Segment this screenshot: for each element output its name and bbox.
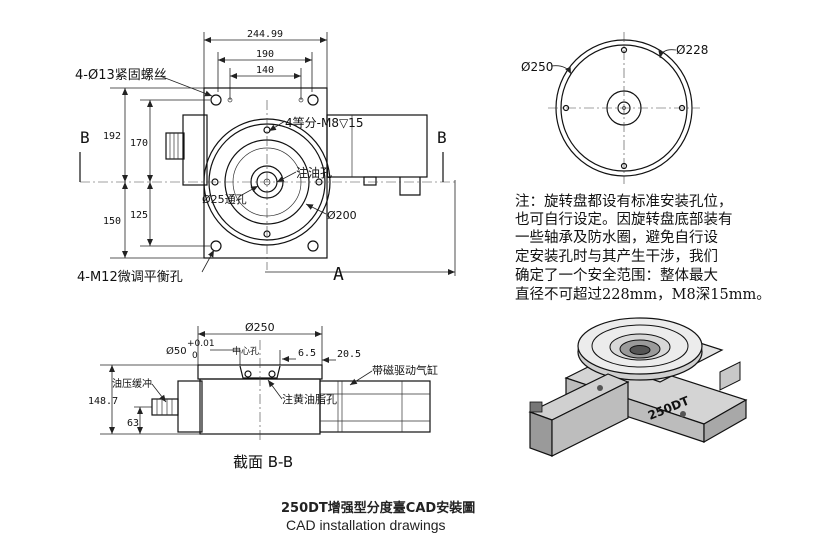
label-center-hole: 中心孔 xyxy=(232,345,259,357)
label-dia-50: Ø50 xyxy=(166,345,187,357)
view-label-a: A xyxy=(333,264,344,285)
label-dia-200: Ø200 xyxy=(327,209,357,222)
dim-bolt-pitch-inner: 140 xyxy=(256,65,274,76)
label-tol-plus: +0.01 xyxy=(187,339,215,349)
note-line-1: 注：旋转盘都设有标准安装孔位， xyxy=(515,192,733,210)
note-line-2: 也可自行设定。因旋转盘底部装有 xyxy=(515,210,733,228)
caption: 250DT增强型分度臺CAD安裝圖 CAD installation drawi… xyxy=(281,500,475,533)
note-line-5: 确定了一个安全范围：整体最大 xyxy=(515,266,718,284)
dim-bolt-pitch-outer: 190 xyxy=(256,49,274,60)
section-title: 截面 B-B xyxy=(233,453,293,471)
dim-height-lower: 150 xyxy=(103,216,121,227)
label-plate-dia-228: Ø228 xyxy=(676,43,708,57)
iso-view: 250DT xyxy=(528,317,748,457)
section-mark-left: B xyxy=(80,128,90,147)
label-grease-hole: 注黄油脂孔 xyxy=(282,392,337,406)
label-bottom-holes: 4-M12微调平衡孔 xyxy=(77,270,183,285)
note-line-3: 一些轴承及防水圈，避免自行设 xyxy=(515,229,718,246)
caption-title-en: CAD installation drawings xyxy=(286,517,446,533)
top-view: 244.99 190 140 xyxy=(75,29,456,285)
label-oil-buffer: 油压缓冲 xyxy=(112,377,152,390)
label-mount-holes: 4等分-M8▽15 xyxy=(285,116,363,130)
note-line-4: 定安装孔时与其产生干涉，我们 xyxy=(515,248,718,265)
label-section-dia-250: Ø250 xyxy=(245,321,275,334)
dim-63: 63 xyxy=(127,418,139,429)
label-plate-dia-250: Ø250 xyxy=(521,60,553,74)
dim-6-5: 6.5 xyxy=(298,348,316,359)
note-line-6: 直径不可超过228mm，M8深15mm。 xyxy=(515,286,771,303)
label-through-hole: Ø25通孔 xyxy=(202,193,247,206)
label-oil-hole: 注油孔 xyxy=(296,165,332,180)
label-top-holes: 4-Ø13紧固螺丝 xyxy=(75,68,167,83)
label-tol-zero: 0 xyxy=(192,351,198,361)
dim-height-lower-inner: 125 xyxy=(130,210,148,221)
plate-view: Ø250 Ø228 xyxy=(521,32,708,184)
dim-total-width: 244.99 xyxy=(247,29,283,40)
dim-height-upper-inner: 170 xyxy=(130,138,148,149)
section-view: Ø250 Ø50 +0.01 0 中心孔 6.5 20.5 带磁驱 xyxy=(88,321,438,471)
install-note: 注：旋转盘都设有标准安装孔位， 也可自行设定。因旋转盘底部装有 一些轴承及防水圈… xyxy=(515,192,771,303)
label-cylinder: 带磁驱动气缸 xyxy=(372,363,438,377)
caption-title-cn: 250DT增强型分度臺CAD安裝圖 xyxy=(281,500,475,516)
section-mark-right: B xyxy=(437,128,447,147)
dim-20-5: 20.5 xyxy=(337,349,361,360)
dim-148-7: 148.7 xyxy=(88,396,118,407)
dim-height-upper: 192 xyxy=(103,131,121,142)
